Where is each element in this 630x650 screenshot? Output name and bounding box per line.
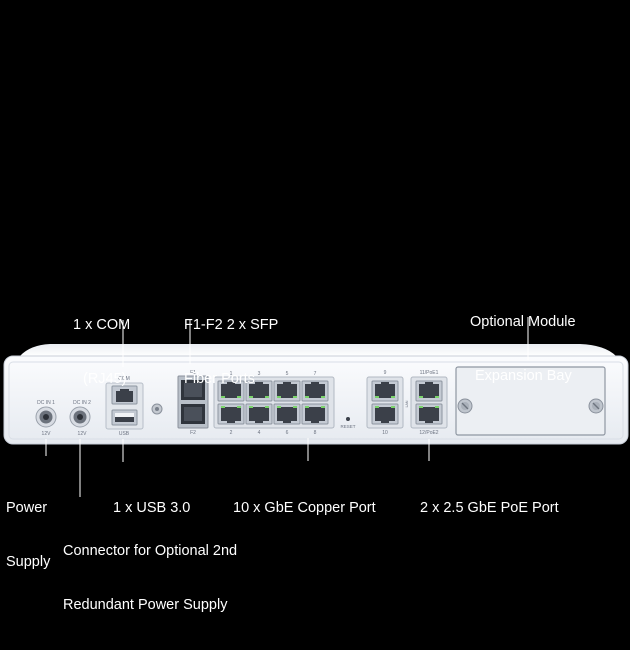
port-number-label: 3: [258, 371, 261, 377]
ground-screw-icon: [151, 403, 163, 415]
dc-in-2-label: DC IN 2: [73, 400, 91, 406]
copper-port-7: [301, 380, 329, 402]
dc-in-1-connector: [35, 406, 57, 428]
port-number-label: 4: [258, 430, 261, 436]
copper-port-1: [217, 380, 245, 402]
module-expansion-bay: [455, 366, 606, 436]
copper-port-3: [245, 380, 273, 402]
device-rear-panel: DC IN 1 12V DC IN 2 12V COM USB F1: [3, 317, 629, 497]
lan-label: LAN: [405, 400, 409, 407]
callout-redundant-power: Connector for Optional 2nd Redundant Pow…: [63, 543, 238, 613]
dc-in-2-volt-label: 12V: [78, 431, 88, 437]
port-number-label: 1: [230, 371, 233, 377]
usb-port-label: USB: [119, 431, 130, 437]
copper-port-6: [273, 403, 301, 425]
poe-2-label: 12/PoE2: [419, 430, 438, 436]
copper-port-4: [245, 403, 273, 425]
callout-module: Optional Module Expansion Bay: [470, 314, 576, 384]
callout-copper: 10 x GbE Copper Port: [233, 500, 376, 516]
port-number-label: 6: [286, 430, 289, 436]
copper-port-10: [371, 403, 399, 425]
chassis-face: [8, 361, 624, 440]
dc-in-2-connector: [69, 406, 91, 428]
product-diagram: DC IN 1 12V DC IN 2 12V COM USB F1: [3, 314, 629, 613]
copper-port-2: [217, 403, 245, 425]
dc-in-1-volt-label: 12V: [42, 431, 52, 437]
sfp-f2-label: F2: [190, 430, 196, 436]
poe-port-2: [415, 403, 443, 425]
copper-port-9: [371, 380, 399, 402]
bay-screw-left-icon: [457, 398, 473, 414]
sfp-port-f1: [181, 380, 205, 400]
callout-sfp: F1-F2 2 x SFP Fiber Ports: [184, 317, 279, 387]
callout-lines: [45, 317, 529, 497]
bay-screw-right-icon: [588, 398, 604, 414]
chassis-top: [20, 344, 616, 356]
poe-1-label: 11/PoE1: [420, 370, 439, 376]
copper-top-labels: 1 3 5 7: [230, 371, 317, 377]
callout-poe: 2 x 2.5 GbE PoE Port: [420, 500, 559, 516]
reset-button: [346, 417, 350, 421]
usb-port: [111, 409, 138, 426]
port-9-label: 9: [384, 370, 387, 376]
copper-port-5: [273, 380, 301, 402]
port-10-label: 10: [382, 430, 388, 436]
com-port: [111, 385, 138, 405]
com-port-label: COM: [118, 376, 130, 382]
sfp-f1-label: F1: [190, 370, 196, 376]
port-number-label: 8: [314, 430, 317, 436]
copper-port-grid: [217, 380, 329, 425]
port-number-label: 5: [286, 371, 289, 377]
rj45-jack: [371, 403, 399, 425]
callout-power: Power Supply: [6, 500, 51, 570]
reset-label: RESET: [340, 424, 355, 429]
rj45-jack: [371, 380, 399, 402]
sfp-port-f2: [181, 404, 205, 424]
rj45-jack: [415, 380, 443, 402]
callout-usb: 1 x USB 3.0: [113, 500, 191, 516]
port-number-label: 7: [314, 371, 317, 377]
dc-in-1-label: DC IN 1: [37, 400, 55, 406]
port-number-label: 2: [230, 430, 233, 436]
copper-bottom-labels: 2 4 6 8: [230, 430, 317, 436]
rj45-jack: [415, 403, 443, 425]
poe-port-1: [415, 380, 443, 402]
callout-com: 1 x COM (RJ45): [73, 317, 131, 387]
copper-port-8: [301, 403, 329, 425]
